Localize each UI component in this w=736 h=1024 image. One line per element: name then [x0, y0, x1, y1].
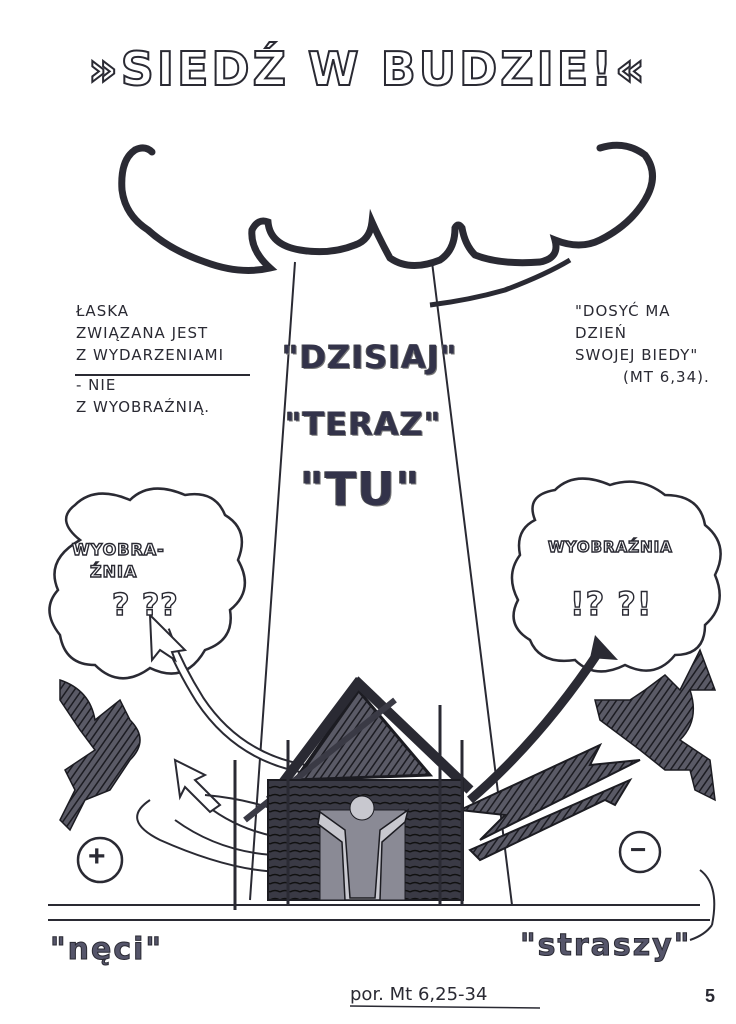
right-note: "DOSYĆ MA DZIEŃ SWOJEJ BIEDY" (Mt 6,34).	[575, 300, 710, 388]
left-note-line: ZWIĄZANA JEST	[76, 324, 209, 342]
beam-word-now: "TERAZ"	[285, 405, 442, 443]
label-frightens: "straszy"	[519, 928, 692, 964]
right-cloud-marks: !? ?!	[569, 584, 653, 623]
right-note-line: "DOSYĆ MA	[575, 302, 671, 320]
left-cloud-label-2: ŹNIA	[89, 561, 138, 581]
left-note: ŁASKA ZWIĄZANA JEST Z WYDARZENIAMI - NIE…	[76, 300, 224, 418]
left-cloud-marks: ? ??	[111, 587, 179, 623]
beam-word-today: "DZISIAJ"	[282, 338, 458, 376]
page-title: »SIEDŹ W BUDZIE!«	[87, 41, 648, 97]
left-note-line: Z WYDARZENIAMI	[76, 346, 225, 364]
right-note-line: DZIEŃ	[575, 324, 627, 342]
right-cloud-label: WYOBRAŹNIA	[547, 537, 673, 556]
plus-sign: +	[88, 840, 106, 873]
left-cloud-label-1: WYOBRA-	[71, 539, 165, 559]
right-cloud	[510, 477, 722, 673]
lightning-bolts	[456, 742, 641, 841]
ground-line	[48, 904, 710, 921]
right-note-line: SWOJEJ BIEDY"	[575, 346, 699, 364]
top-cloud	[118, 141, 656, 274]
beam-word-here: "TU"	[300, 462, 421, 516]
right-note-line: (Mt 6,34).	[623, 368, 710, 386]
minus-sign: −	[630, 834, 647, 865]
left-cloud	[48, 487, 247, 680]
page-number: 5	[705, 986, 716, 1006]
right-arrow	[467, 647, 604, 804]
left-note-line: - NIE	[76, 376, 117, 394]
left-note-line: Z WYOBRAŹNIĄ.	[76, 398, 211, 416]
left-figure	[59, 678, 141, 832]
label-tempts: "nęci"	[49, 932, 164, 968]
hut	[233, 676, 474, 910]
left-note-line: ŁASKA	[76, 302, 130, 320]
bible-reference: por. Mt 6,25-34	[350, 984, 488, 1005]
right-figure	[594, 648, 717, 802]
